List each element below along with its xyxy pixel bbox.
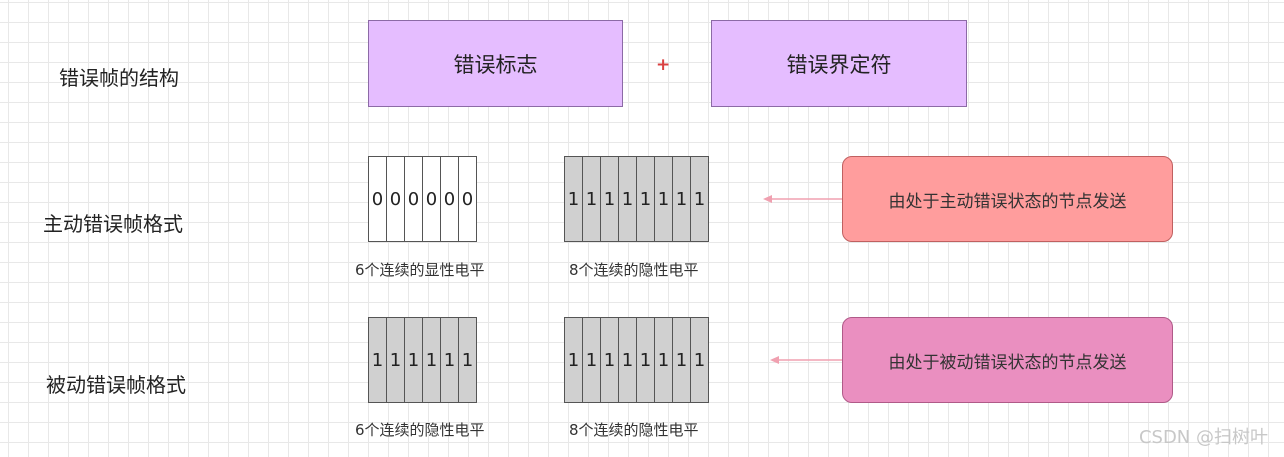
bit-cell: 0 — [404, 156, 423, 242]
error-delimiter-box: 错误界定符 — [711, 20, 967, 107]
bit-cell: 1 — [690, 156, 709, 242]
bit-cell: 0 — [458, 156, 477, 242]
bit-cell: 1 — [582, 317, 601, 403]
bit-cell: 0 — [368, 156, 387, 242]
arrow-icon — [763, 195, 844, 203]
passive-frame-label: 被动错误帧格式 — [46, 373, 186, 397]
passive-8-caption: 8个连续的隐性电平 — [569, 421, 699, 439]
bit-cell: 1 — [654, 317, 673, 403]
error-flag-box: 错误标志 — [368, 20, 623, 107]
passive-6-caption: 6个连续的隐性电平 — [355, 421, 485, 439]
passive-recessive-6-bits: 1 1 1 1 1 1 — [368, 317, 477, 403]
bit-cell: 1 — [672, 317, 691, 403]
active-dominant-caption: 6个连续的显性电平 — [355, 261, 485, 279]
arrow-icon — [770, 356, 843, 364]
bit-cell: 1 — [368, 317, 387, 403]
bit-cell: 1 — [422, 317, 441, 403]
bit-cell: 1 — [386, 317, 405, 403]
active-recessive-bits: 1 1 1 1 1 1 1 1 — [564, 156, 709, 242]
bit-cell: 0 — [422, 156, 441, 242]
bit-cell: 1 — [404, 317, 423, 403]
bit-cell: 1 — [672, 156, 691, 242]
passive-sender-note: 由处于被动错误状态的节点发送 — [842, 317, 1173, 403]
bit-cell: 1 — [618, 156, 637, 242]
bit-cell: 1 — [636, 156, 655, 242]
plus-sign: + — [656, 55, 671, 75]
bit-cell: 1 — [636, 317, 655, 403]
active-recessive-caption: 8个连续的隐性电平 — [569, 261, 699, 279]
active-dominant-bits: 0 0 0 0 0 0 — [368, 156, 477, 242]
passive-recessive-8-bits: 1 1 1 1 1 1 1 1 — [564, 317, 709, 403]
bit-cell: 1 — [654, 156, 673, 242]
bit-cell: 1 — [564, 317, 583, 403]
bit-cell: 1 — [690, 317, 709, 403]
watermark: CSDN @扫树叶 — [1138, 427, 1268, 448]
bit-cell: 1 — [458, 317, 477, 403]
bit-cell: 1 — [582, 156, 601, 242]
active-frame-label: 主动错误帧格式 — [43, 212, 183, 236]
bit-cell: 1 — [440, 317, 459, 403]
bit-cell: 0 — [440, 156, 459, 242]
bit-cell: 1 — [618, 317, 637, 403]
bit-cell: 1 — [600, 317, 619, 403]
bit-cell: 1 — [600, 156, 619, 242]
bit-cell: 1 — [564, 156, 583, 242]
bit-cell: 0 — [386, 156, 405, 242]
structure-label: 错误帧的结构 — [59, 66, 179, 90]
active-sender-note: 由处于主动错误状态的节点发送 — [842, 156, 1173, 242]
